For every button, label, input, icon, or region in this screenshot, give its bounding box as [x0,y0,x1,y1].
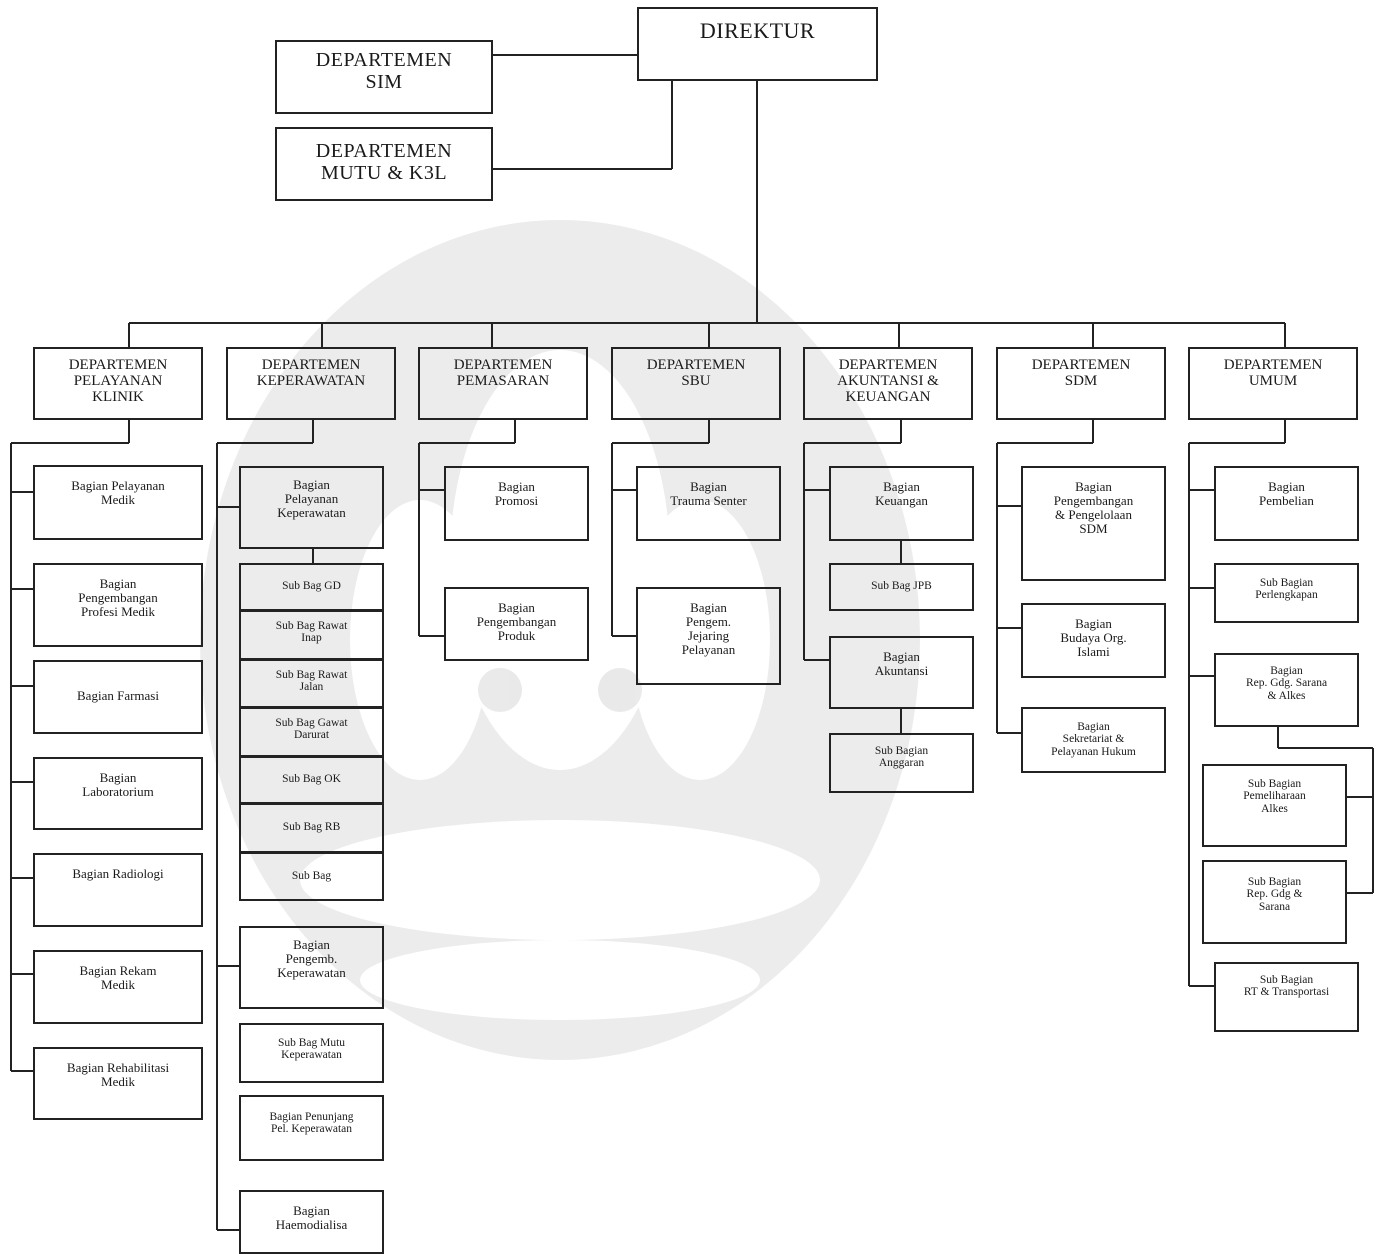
departemen-sdm-box: DEPARTEMEN SDM [996,347,1166,420]
unit-label: Bagian Laboratorium [82,770,154,800]
dept-label: DEPARTEMEN KEPERAWATAN [256,357,366,390]
bagian-pengembangan-sdm-box: Bagian Pengembangan & Pengelolaan SDM [1021,466,1166,581]
sub-label: Sub Bagian Anggaran [874,745,929,770]
bagian-pengembangan-profesi-box: Bagian Pengembangan Profesi Medik [33,563,203,647]
unit-label: Bagian Farmasi [77,688,159,704]
unit-label: Bagian Pelayanan Medik [71,478,165,508]
unit-label: Bagian Pengem. Jejaring Pelayanan [681,600,736,658]
departemen-umum-box: DEPARTEMEN UMUM [1188,347,1358,420]
unit-label: Bagian Pengembangan & Pengelolaan SDM [1053,479,1134,537]
sub-bagian-rt-box: Sub Bagian RT & Transportasi [1214,962,1359,1032]
departemen-mutu-box: DEPARTEMEN MUTU & K3L [275,127,493,201]
sub-label: Bagian Rep. Gdg. Sarana & Alkes [1245,665,1328,702]
unit-label: Bagian Pelayanan Keperawatan [277,477,346,521]
unit-label: Bagian Keuangan [875,479,928,509]
bagian-promosi-box: Bagian Promosi [444,466,589,541]
departemen-pelayanan-klinik-box: DEPARTEMEN PELAYANAN KLINIK [33,347,203,420]
bagian-farmasi-box: Bagian Farmasi [33,660,203,734]
dept-label: DEPARTEMEN SBU [646,357,746,390]
bagian-keuangan-box: Bagian Keuangan [829,466,974,541]
bagian-haemodialisa-box: Bagian Haemodialisa [239,1190,384,1254]
bagian-rehabilitasi-box: Bagian Rehabilitasi Medik [33,1047,203,1120]
sub-bag-jpb-box: Sub Bag JPB [829,563,974,611]
sub-bag-rawat-inap-box: Sub Bag Rawat Inap [239,610,384,660]
unit-label: Bagian Pengembangan Profesi Medik [78,576,158,620]
dept-label: DEPARTEMEN PEMASARAN [453,357,553,390]
sub-label: Sub Bag Gawat Darurat [275,717,348,742]
sub-label: Sub Bagian RT & Transportasi [1243,974,1330,999]
dept-label: DEPARTEMEN PELAYANAN KLINIK [68,357,168,406]
unit-label: Bagian Budaya Org. Islami [1060,616,1127,660]
sub-label: Sub Bagian Pemeliharaan Alkes [1243,778,1306,815]
departemen-sim-box: DEPARTEMEN SIM [275,40,493,114]
sub-bagian-rep-gdg-sarana-box: Sub Bagian Rep. Gdg & Sarana [1202,860,1347,944]
bagian-rep-gdg-box: Bagian Rep. Gdg. Sarana & Alkes [1214,653,1359,727]
sub-label: Sub Bagian Perlengkapan [1255,577,1318,602]
dept-label: DEPARTEMEN SDM [1031,357,1131,390]
sub-bag-rb-box: Sub Bag RB [239,803,384,853]
bagian-penunjang-box: Bagian Penunjang Pel. Keperawatan [239,1095,384,1161]
sub-bag-mutu-keperawatan-box: Sub Bag Mutu Keperawatan [239,1023,384,1083]
bagian-rekam-medik-box: Bagian Rekam Medik [33,950,203,1024]
sub-label: Sub Bag GD [282,580,341,593]
unit-label: Bagian Pembelian [1259,479,1314,509]
unit-label: Bagian Haemodialisa [275,1203,348,1233]
unit-label: Bagian Pengembangan Produk [476,600,557,644]
sub-label: Sub Bag [291,869,332,882]
departemen-pemasaran-box: DEPARTEMEN PEMASARAN [418,347,588,420]
bagian-akuntansi-box: Bagian Akuntansi [829,636,974,709]
unit-label: Bagian Rekam Medik [79,963,157,993]
unit-label: Bagian Akuntansi [874,649,929,679]
departemen-keperawatan-box: DEPARTEMEN KEPERAWATAN [226,347,396,420]
sub-bag-rawat-jalan-box: Sub Bag Rawat Jalan [239,659,384,708]
sub-bag-gd-box: Sub Bag GD [239,563,384,611]
sub-label: Sub Bag Rawat Inap [275,620,348,645]
unit-label: Bagian Trauma Senter [670,479,747,509]
sub-label: Sub Bag JPB [871,580,932,593]
direktur-box: DIREKTUR [637,7,878,81]
unit-label: Bagian Promosi [494,479,539,509]
sub-bagian-anggaran-box: Sub Bagian Anggaran [829,733,974,793]
sub-label: Bagian Sekretariat & Pelayanan Hukum [1051,721,1136,758]
sub-label: Sub Bagian Rep. Gdg & Sarana [1246,876,1303,913]
bagian-sekretariat-box: Bagian Sekretariat & Pelayanan Hukum [1021,707,1166,773]
unit-label: Bagian Pengemb. Keperawatan [277,937,346,981]
bagian-pengemb-keperawatan-box: Bagian Pengemb. Keperawatan [239,926,384,1009]
dept-label: DEPARTEMEN AKUNTANSI & KEUANGAN [837,357,939,406]
sub-bag-last-box: Sub Bag [239,852,384,901]
sub-label: Sub Bag OK [282,773,341,786]
departemen-akuntansi-box: DEPARTEMEN AKUNTANSI & KEUANGAN [803,347,973,420]
unit-label: Bagian Rehabilitasi Medik [66,1060,170,1090]
direktur-label: DIREKTUR [699,18,816,43]
bagian-pelayanan-keperawatan-box: Bagian Pelayanan Keperawatan [239,466,384,549]
bagian-trauma-senter-box: Bagian Trauma Senter [636,466,781,541]
sub-bag-ok-box: Sub Bag OK [239,756,384,804]
unit-label: Bagian Radiologi [72,866,164,881]
departemen-mutu-label: DEPARTEMEN MUTU & K3L [315,140,453,184]
bagian-pelayanan-medik-box: Bagian Pelayanan Medik [33,465,203,540]
sub-label: Sub Bag Mutu Keperawatan [277,1037,346,1062]
departemen-sim-label: DEPARTEMEN SIM [315,49,453,93]
bagian-budaya-org-box: Bagian Budaya Org. Islami [1021,603,1166,678]
bagian-pengembangan-produk-box: Bagian Pengembangan Produk [444,587,589,661]
dept-label: DEPARTEMEN UMUM [1223,357,1323,390]
bagian-radiologi-box: Bagian Radiologi [33,853,203,927]
sub-bagian-pemeliharaan-box: Sub Bagian Pemeliharaan Alkes [1202,764,1347,847]
sub-label: Bagian Penunjang Pel. Keperawatan [269,1111,354,1136]
sub-label: Sub Bag RB [282,821,341,834]
bagian-pengem-jejaring-box: Bagian Pengem. Jejaring Pelayanan [636,587,781,685]
departemen-sbu-box: DEPARTEMEN SBU [611,347,781,420]
sub-bag-gawat-darurat-box: Sub Bag Gawat Darurat [239,707,384,757]
bagian-laboratorium-box: Bagian Laboratorium [33,757,203,830]
bagian-pembelian-box: Bagian Pembelian [1214,466,1359,541]
sub-label: Sub Bag Rawat Jalan [275,669,348,694]
sub-bagian-perlengkapan-box: Sub Bagian Perlengkapan [1214,563,1359,623]
